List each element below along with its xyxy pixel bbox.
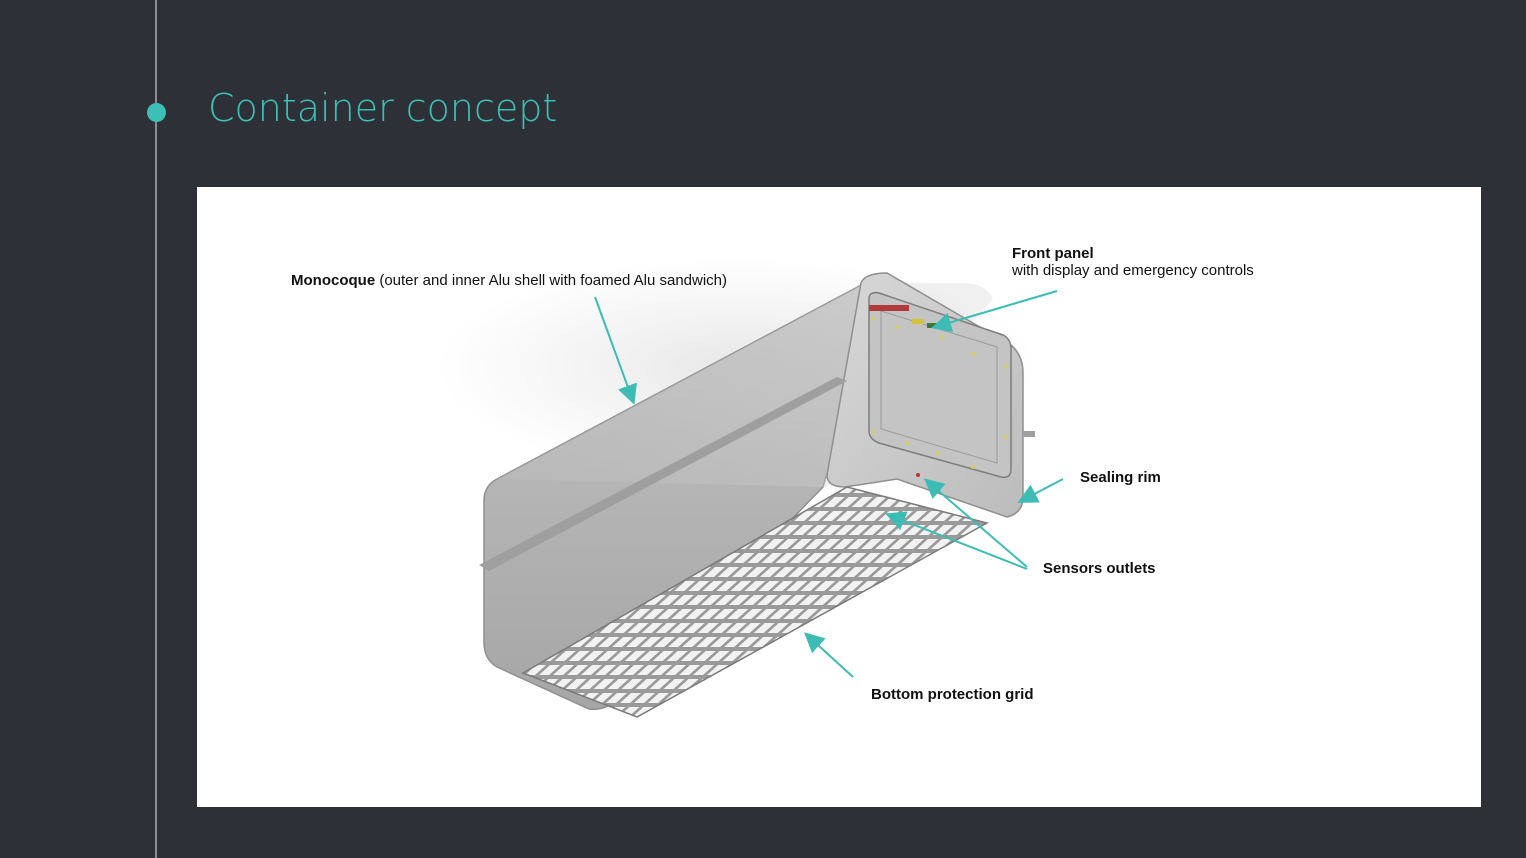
label-front-panel-desc: with display and emergency controls xyxy=(1012,262,1254,279)
front-panel-inner-frame xyxy=(880,310,998,464)
arrow-sensors-2 xyxy=(885,511,1028,570)
figure-panel: Monocoque (outer and inner Alu shell wit… xyxy=(197,187,1481,807)
label-sealing-rim: Sealing rim xyxy=(1080,469,1161,486)
timeline-dot xyxy=(147,103,166,122)
label-monocoque-title: Monocoque xyxy=(291,272,376,289)
label-monocoque: Monocoque (outer and inner Alu shell wit… xyxy=(291,272,727,289)
arrow-monocoque xyxy=(594,296,637,405)
front-panel xyxy=(868,291,1012,479)
timeline-line xyxy=(155,0,157,858)
label-bottom-grid: Bottom protection grid xyxy=(871,686,1034,703)
label-front-panel: Front panel with display and emergency c… xyxy=(1012,245,1254,279)
label-sensors-outlets: Sensors outlets xyxy=(1043,560,1156,577)
bottom-protection-grid xyxy=(521,486,990,718)
arrow-front-panel xyxy=(931,290,1058,333)
arrow-sealing-rim xyxy=(1017,478,1064,503)
sensor-led xyxy=(916,473,920,477)
indicator-yellow xyxy=(912,319,924,324)
arrow-bottom-grid xyxy=(804,632,854,678)
rail-end xyxy=(1023,431,1035,437)
arrow-sensors-1 xyxy=(923,478,1028,568)
label-monocoque-desc: (outer and inner Alu shell with foamed A… xyxy=(379,272,728,289)
panel-bolts xyxy=(871,317,1007,469)
side-rail xyxy=(479,377,847,571)
page-title: Container concept xyxy=(208,86,558,130)
display-strip xyxy=(869,305,909,311)
container-illustration xyxy=(437,257,1064,718)
annotation-arrows xyxy=(594,290,1064,678)
label-front-panel-title: Front panel xyxy=(1012,245,1094,262)
